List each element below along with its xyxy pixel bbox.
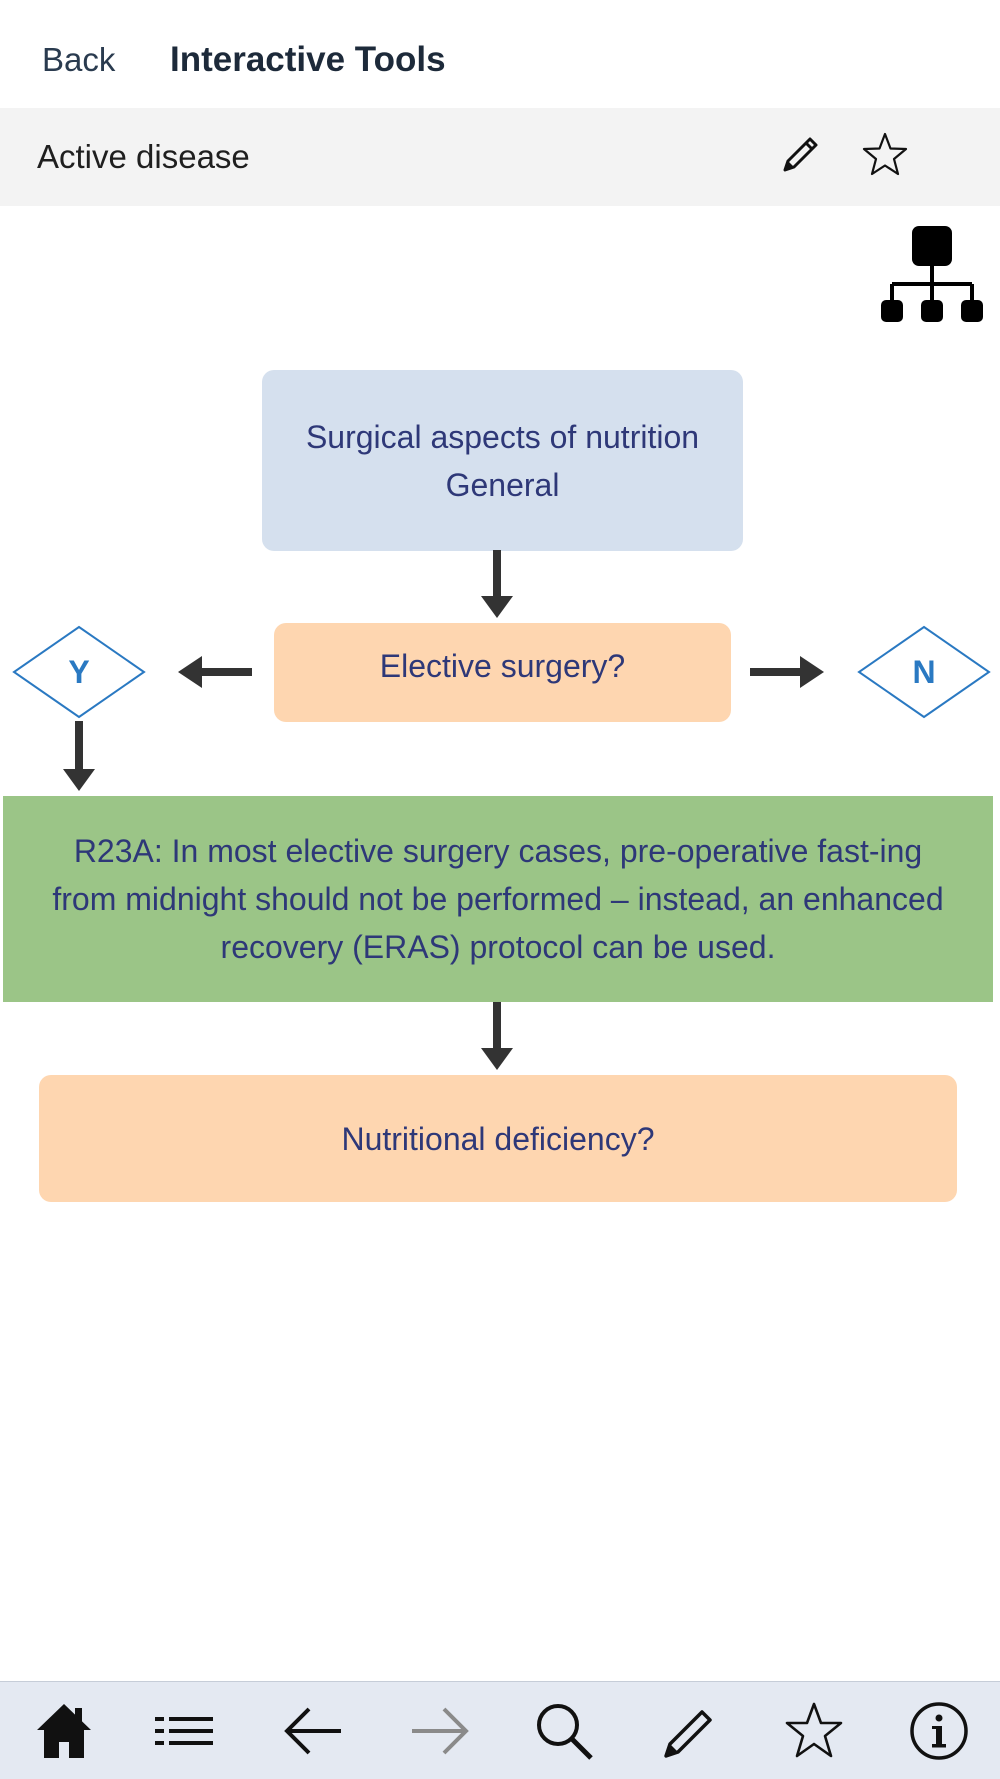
top-bar [0,0,1000,108]
list-icon[interactable] [153,1700,215,1762]
no-diamond[interactable] [857,625,991,719]
start-node[interactable]: Surgical aspects of nutrition General [262,370,743,551]
star-icon[interactable] [860,130,910,180]
back-arrow-icon[interactable] [283,1700,345,1762]
section-header [0,108,1000,206]
pencil-icon[interactable] [658,1700,720,1762]
home-icon[interactable] [33,1700,95,1762]
page-title: Interactive Tools [170,40,446,79]
start-node-subtitle: General [445,466,560,503]
star-icon[interactable] [783,1700,845,1762]
pencil-icon[interactable] [775,130,825,180]
bottom-toolbar [0,1681,1000,1779]
right-arrow [750,656,824,688]
recommendation-text: R23A: In most elective surgery cases, pr… [52,833,944,965]
search-icon[interactable] [533,1700,595,1762]
section-title: Active disease [37,138,250,175]
no-label: N [912,653,936,690]
down-arrow [481,1002,513,1070]
forward-arrow-icon[interactable] [408,1700,470,1762]
down-arrow [63,721,95,791]
decision-node-elective-surgery[interactable]: Elective surgery? [274,623,731,722]
decision-question: Elective surgery? [379,647,626,684]
back-button[interactable]: Back [42,41,116,78]
info-icon[interactable] [908,1700,970,1762]
down-arrow [481,550,513,618]
flowchart-icon[interactable] [880,224,984,324]
start-node-title: Surgical aspects of nutrition [305,418,700,455]
yes-diamond[interactable] [12,625,146,719]
left-arrow [178,656,252,688]
yes-label: Y [68,653,90,690]
decision-node-nutritional-deficiency[interactable]: Nutritional deficiency? [39,1075,957,1202]
recommendation-node[interactable]: R23A: In most elective surgery cases, pr… [3,796,993,1002]
decision-question: Nutritional deficiency? [341,1120,655,1157]
